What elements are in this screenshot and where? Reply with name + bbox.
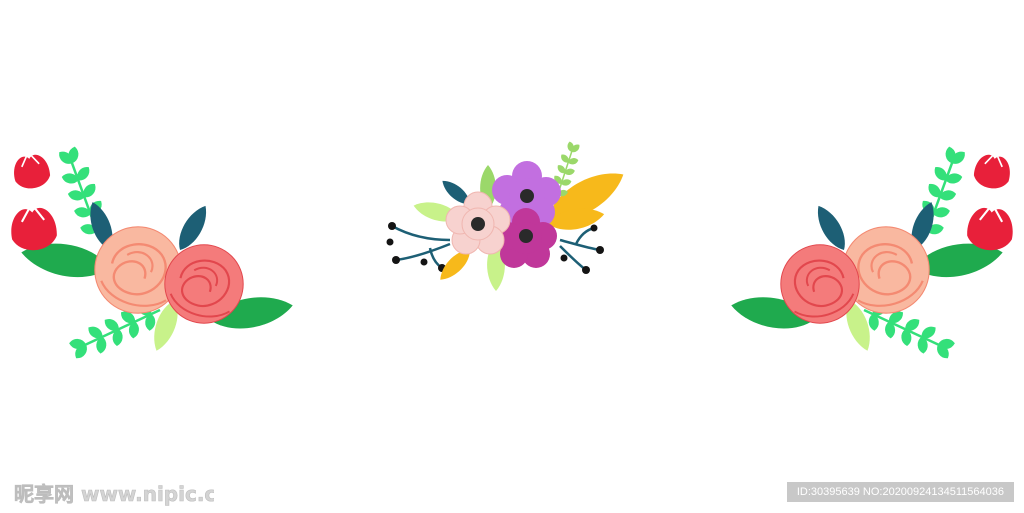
left-floral-cluster-icon xyxy=(9,142,295,366)
magenta-flower xyxy=(494,208,557,268)
image-id-text: ID:30395639 NO:20200924134511564036 xyxy=(796,486,1004,498)
floral-banner xyxy=(0,0,1024,480)
pink-flower xyxy=(445,191,511,255)
image-id-badge: ID:30395639 NO:20200924134511564036 xyxy=(786,482,1014,502)
site-logo-text: 昵享网 www.nipic.cn xyxy=(14,482,214,506)
right-floral-cluster-icon xyxy=(729,142,1015,366)
nipic-logo-icon: 昵享网 www.nipic.cn xyxy=(14,480,231,508)
center-bouquet-icon xyxy=(386,139,631,291)
violet-flower xyxy=(492,161,561,227)
